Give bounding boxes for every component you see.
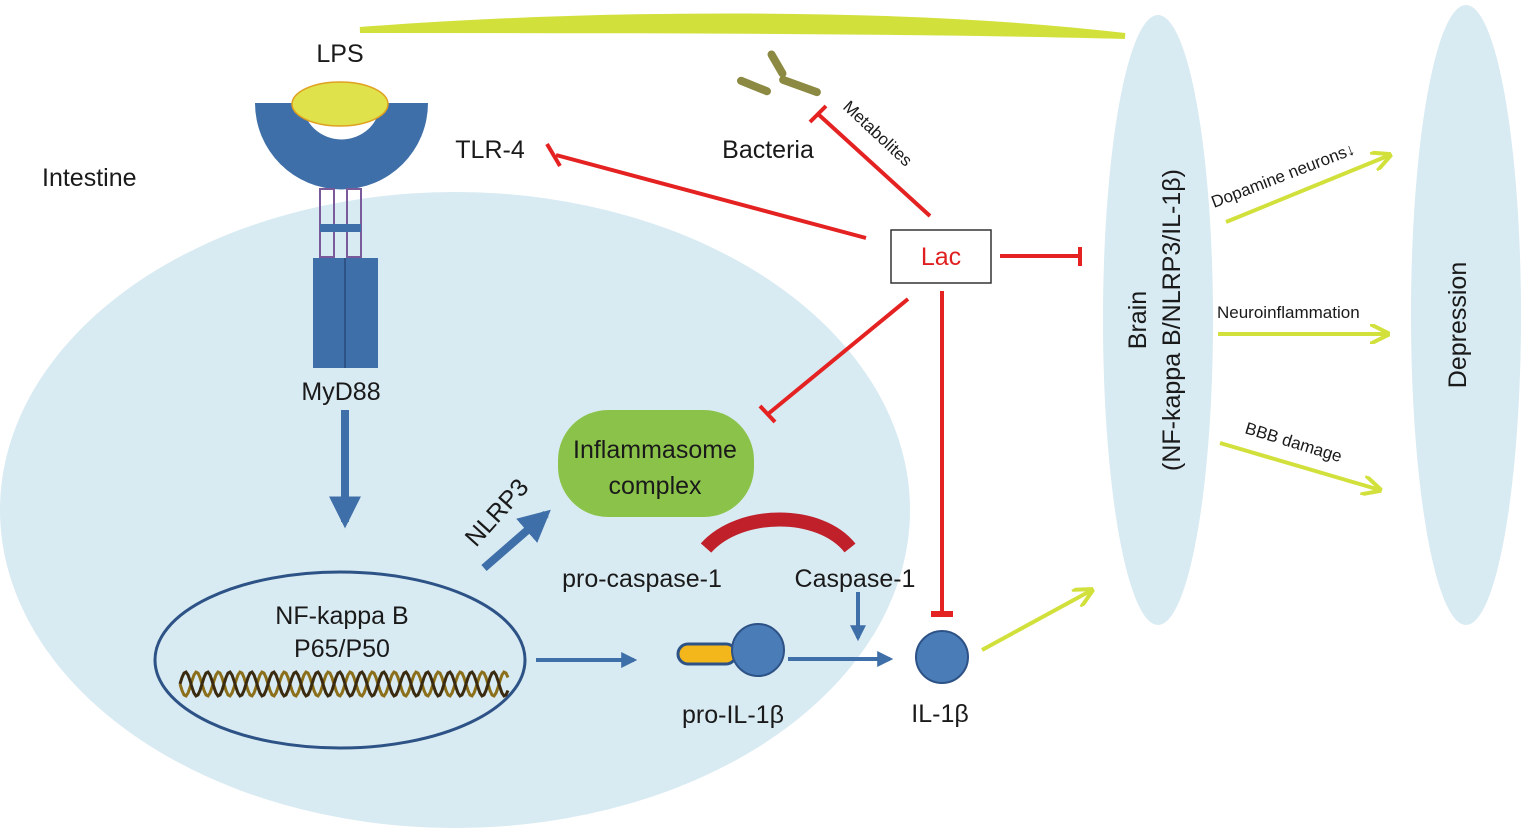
intestine-label: Intestine bbox=[42, 164, 137, 192]
bbb-arrow bbox=[1219, 441, 1380, 490]
nlrp3-arrow bbox=[481, 509, 551, 572]
inflammasome-label-line1: Inflammasome bbox=[573, 436, 737, 464]
inflammasome-label-line2: complex bbox=[608, 472, 702, 500]
bacteria-inhibit-bar bbox=[808, 104, 828, 124]
tlr4-label: TLR-4 bbox=[455, 136, 525, 164]
brain-label-group: Brain (NF-kappa B/NLRP3/IL-1β) bbox=[1124, 169, 1186, 471]
dopamine-arrow bbox=[1225, 155, 1390, 224]
inhibition-lines bbox=[545, 104, 1082, 617]
nfkb-nucleus bbox=[153, 570, 527, 750]
il1b-to-brain-arrow bbox=[981, 590, 1092, 652]
caspase-label: Caspase-1 bbox=[795, 565, 916, 593]
bacteria-label: Bacteria bbox=[722, 136, 814, 164]
pro-il1b-circle bbox=[731, 623, 785, 677]
inflammasome-inhibit-bar bbox=[758, 404, 777, 424]
lac-inhibits-tlr4 bbox=[555, 153, 867, 240]
il1b-label: IL-1β bbox=[911, 700, 968, 728]
depression-ellipse bbox=[1411, 5, 1521, 625]
lac-inhibits-inflammasome bbox=[766, 297, 910, 416]
dna-helix bbox=[178, 670, 510, 698]
lac-inhibits-bacteria bbox=[816, 112, 932, 218]
pro-caspase-label: pro-caspase-1 bbox=[562, 565, 722, 593]
prodomain-shape bbox=[676, 642, 738, 666]
nfkb-label-line1: NF-kappa B bbox=[275, 602, 408, 630]
lps-to-brain-curve bbox=[359, 13, 1126, 39]
caspase-arc bbox=[700, 512, 856, 553]
myd88-label: MyD88 bbox=[301, 378, 380, 406]
bacteria-icon bbox=[737, 50, 821, 97]
metabolites-label: Metabolites bbox=[839, 97, 916, 170]
brain-ellipse bbox=[1103, 15, 1213, 625]
depression-label: Depression bbox=[1444, 262, 1472, 388]
brain-label-line1: Brain bbox=[1124, 291, 1152, 349]
nfkb-label-line2: P65/P50 bbox=[294, 635, 390, 663]
tlr4-inhibit-bar bbox=[545, 142, 562, 168]
lps-molecule bbox=[291, 81, 389, 127]
neuroinflammation-label: Neuroinflammation bbox=[1217, 303, 1360, 322]
pro-il1b-label: pro-IL-1β bbox=[682, 701, 784, 729]
lac-box bbox=[890, 229, 992, 284]
il1b-circle bbox=[915, 630, 969, 684]
brain-label-line2: (NF-kappa B/NLRP3/IL-1β) bbox=[1158, 169, 1186, 471]
inflammasome-shape bbox=[558, 410, 754, 517]
intestine-region bbox=[0, 192, 910, 828]
lps-label: LPS bbox=[316, 40, 363, 68]
lac-label: Lac bbox=[921, 243, 961, 271]
bbb-label: BBB damage bbox=[1243, 419, 1344, 466]
activation-arrows bbox=[329, 410, 894, 668]
effect-arrows bbox=[981, 155, 1390, 652]
